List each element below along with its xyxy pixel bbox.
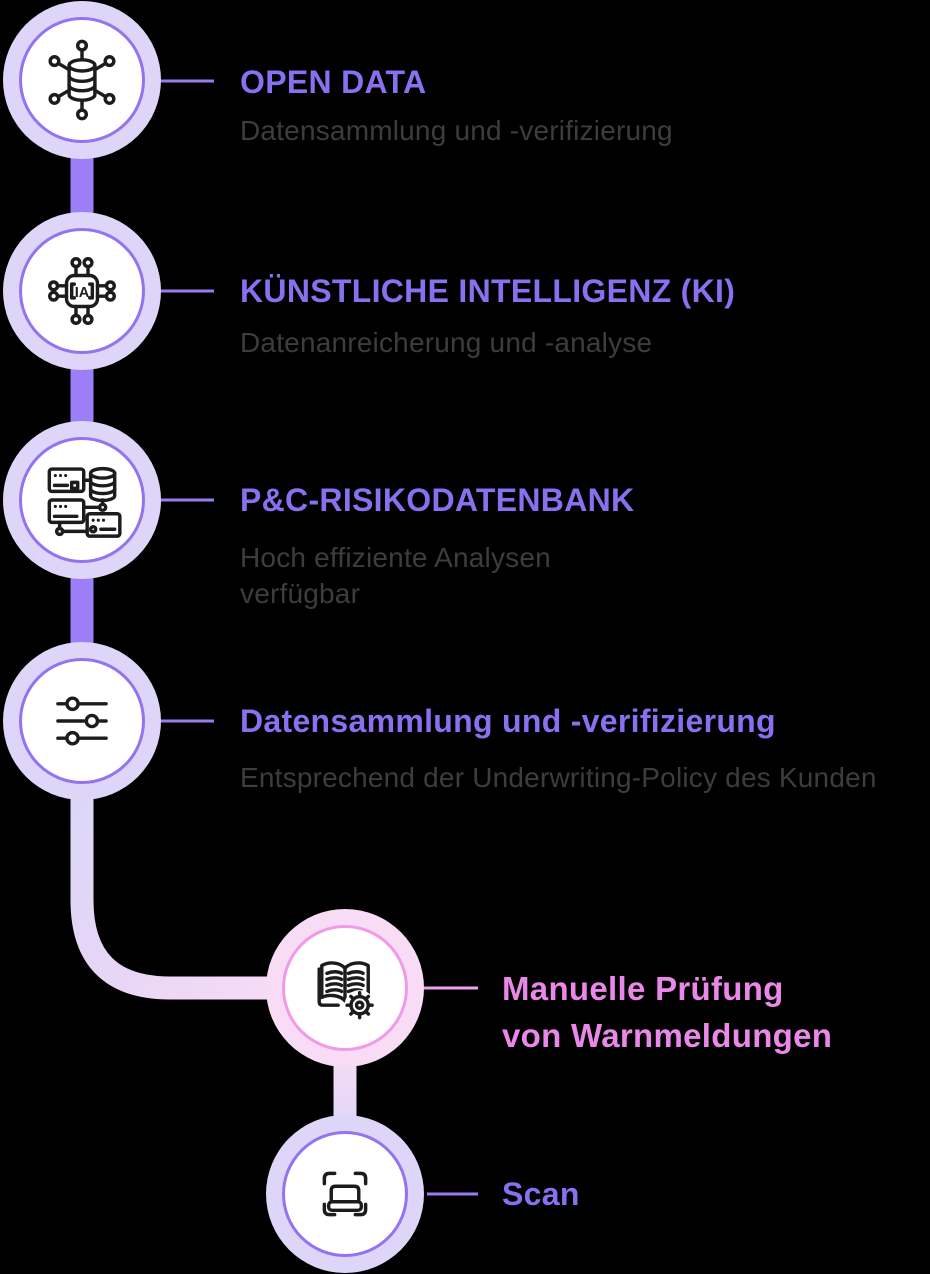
sliders-icon [56, 696, 108, 746]
node-datensammlung [3, 642, 161, 800]
label-datensammlung-subtitle: Entsprechend der Underwriting-Policy des… [240, 762, 877, 793]
node-ki-inner: IA [19, 228, 145, 354]
band-4-5-curve [70, 780, 300, 1000]
label-manuelle-pruefung-title-line1: Manuelle Prüfung [502, 970, 784, 1007]
label-manuelle-pruefung-title-line2: von Warnmeldungen [502, 1017, 833, 1054]
node-manuelle-pruefung [266, 909, 424, 1067]
label-ki-subtitle: Datenanreicherung und -analyse [240, 327, 653, 358]
label-manuelle-pruefung-title: Manuelle Prüfung von Warnmeldungen [502, 965, 832, 1059]
node-scan-inner [282, 1131, 408, 1257]
ai-chip-icon: IA [48, 257, 116, 325]
scan-frame-icon [322, 1171, 368, 1217]
book-gear-icon [317, 961, 375, 1021]
label-datensammlung-title: Datensammlung und -verifizierung [240, 703, 776, 739]
node-datensammlung-inner [19, 658, 145, 784]
label-risikodatenbank-title: P&C-RISIKODATENBANK [240, 482, 635, 518]
node-open-data [3, 1, 161, 159]
node-ki: IA [3, 212, 161, 370]
node-open-data-inner [19, 17, 145, 143]
label-open-data-title: OPEN DATA [240, 64, 427, 100]
label-risikodatenbank-subtitle-line1: Hoch effiziente Analysen [240, 542, 551, 573]
label-risikodatenbank-subtitle: Hoch effiziente Analysen verfügbar [240, 540, 551, 612]
network-database-icon [48, 39, 116, 121]
label-risikodatenbank-subtitle-line2: verfügbar [240, 578, 361, 609]
label-open-data-subtitle: Datensammlung und -verifizierung [240, 115, 673, 146]
label-ki-title: KÜNSTLICHE INTELLIGENZ (KI) [240, 273, 736, 309]
ai-chip-label: IA [75, 285, 90, 301]
node-scan [266, 1115, 424, 1273]
server-cluster-icon [47, 466, 122, 538]
node-risikodatenbank [3, 421, 161, 579]
node-manuelle-pruefung-inner [282, 925, 408, 1051]
node-risikodatenbank-inner [19, 437, 145, 563]
label-scan-title: Scan [502, 1176, 580, 1212]
